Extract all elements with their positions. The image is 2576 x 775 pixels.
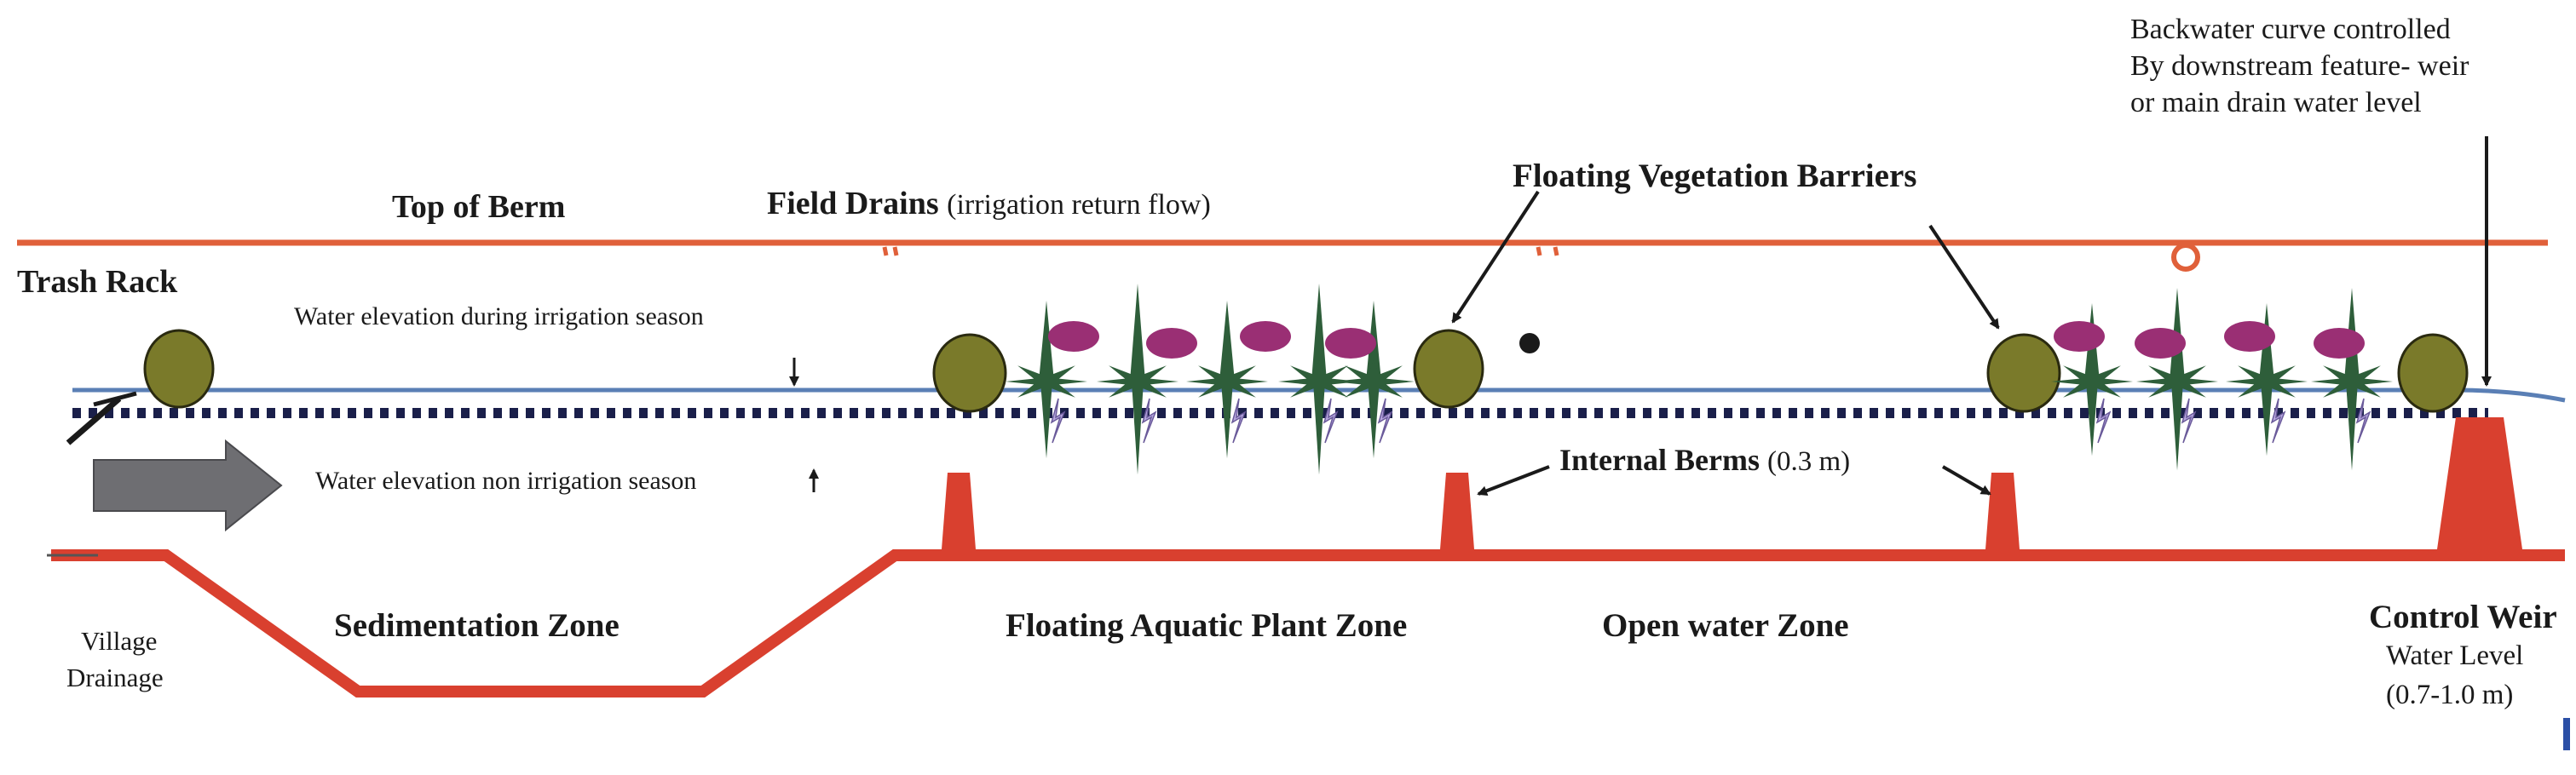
floating-leaf-icon — [2224, 321, 2275, 352]
floating-plant-icon — [1333, 301, 1415, 459]
backwater-note-line-2: By downstream feature- weir — [2130, 50, 2469, 82]
open-water-zone-label: Open water Zone — [1602, 607, 1849, 644]
floating-plant-icon — [1278, 284, 1360, 475]
water-level-range-label: (0.7-1.0 m) — [2386, 680, 2514, 710]
top-of-berm-label: Top of Berm — [392, 189, 566, 225]
field-drain-outlet-marker — [882, 246, 899, 256]
floating-plants-cluster-2 — [2051, 288, 2393, 471]
floating-plant-icon — [2311, 288, 2393, 471]
flow-direction-arrow-icon — [93, 439, 283, 532]
floating-plant-icon — [2226, 303, 2308, 456]
floating-leaf-icon — [1240, 321, 1291, 352]
sedimentation-zone-label: Sedimentation Zone — [334, 607, 620, 644]
barrier-leader-arrow-right — [1928, 224, 2000, 330]
floating-leaf-icon — [1048, 321, 1099, 352]
barrier-leader-arrow-left — [1451, 190, 1540, 324]
floating-plant-icon — [1186, 301, 1268, 459]
backwater-note-line-1: Backwater curve controlled — [2130, 14, 2451, 45]
floating-leaf-icon — [1146, 328, 1197, 359]
village-drainage-label-line-2: Drainage — [66, 663, 164, 692]
water-non-irrigation-season-label: Water elevation non irrigation season — [315, 467, 697, 495]
trash-rack-icon — [66, 391, 137, 445]
floating-plant-icon — [1006, 301, 1087, 459]
floating-barrier-icon — [2397, 333, 2469, 413]
floating-barrier-icon — [143, 329, 215, 409]
floating-leaf-icon — [2054, 321, 2105, 352]
floating-barrier-icon — [1986, 333, 2061, 413]
internal-berm-leader-arrow-right — [1941, 465, 1991, 496]
floating-barrier-icon — [932, 333, 1007, 413]
floating-barrier-icon — [1413, 329, 1484, 409]
floating-leaf-icon — [2135, 328, 2186, 359]
field-drains-title: Field Drains — [767, 186, 939, 221]
internal-berms-title: Internal Berms — [1559, 443, 1760, 477]
internal-berms-height: (0.3 m) — [1766, 446, 1851, 477]
water-level-label: Water Level — [2386, 640, 2524, 671]
water-irrigation-season-label: Water elevation during irrigation season — [294, 302, 704, 330]
floating-vegetation-barriers-label: Floating Vegetation Barriers — [1513, 158, 1917, 194]
internal-berm-leader-arrow-left — [1477, 465, 1550, 497]
floating-plant-icon — [2136, 288, 2218, 471]
trash-rack-label: Trash Rack — [17, 264, 178, 300]
floating-aquatic-plant-zone-label: Floating Aquatic Plant Zone — [1006, 607, 1408, 644]
internal-berm-3 — [1985, 473, 2020, 549]
floating-debris-dot — [1519, 333, 1540, 353]
village-drainage-label-line-1: Village — [81, 626, 158, 656]
internal-berms-label: Internal Berms (0.3 m) — [1559, 443, 1850, 479]
internal-berm-1 — [942, 473, 976, 549]
wetland-bottom-profile — [51, 549, 2565, 698]
control-weir — [2437, 417, 2522, 549]
floating-leaf-icon — [2314, 328, 2365, 359]
floating-plant-icon — [1097, 284, 1179, 475]
floating-plants-cluster-1 — [1006, 284, 1415, 475]
field-drains-label: Field Drains (irrigation return flow) — [767, 186, 1211, 223]
internal-berm-2 — [1440, 473, 1474, 549]
field-drain-outlet-marker-2 — [1536, 246, 1559, 256]
field-drain-outlet-circle — [2171, 243, 2200, 272]
control-weir-label: Control Weir — [2369, 599, 2557, 635]
floating-leaf-icon — [1325, 328, 1376, 359]
corner-mark — [2563, 718, 2570, 750]
backwater-note-line-3: or main drain water level — [2130, 87, 2422, 118]
field-drains-note: (irrigation return flow) — [947, 189, 1211, 221]
